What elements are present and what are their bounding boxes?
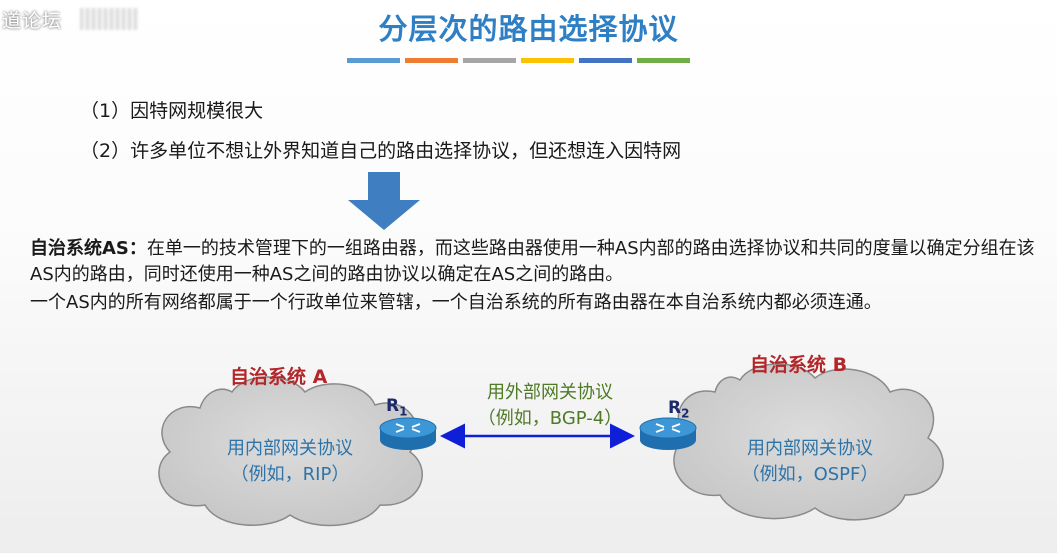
as-b-protocol-line1: 用内部网关协议 — [747, 438, 873, 459]
as-a-protocol-line1: 用内部网关协议 — [227, 438, 353, 459]
router-r1-label: R1 — [386, 396, 408, 419]
reason-2: （2）许多单位不想让外界知道自己的路由选择协议，但还想连入因特网 — [80, 140, 682, 162]
color-bar-segment — [521, 58, 574, 63]
as-a-protocol: 用内部网关协议 （例如，RIP） — [190, 436, 390, 488]
external-protocol-label: 用外部网关协议 （例如，BGP-4） — [440, 380, 660, 432]
color-bar-segment — [637, 58, 690, 63]
as-b-protocol: 用内部网关协议 （例如，OSPF） — [710, 436, 910, 488]
color-bar-segment — [463, 58, 516, 63]
reason-1: （1）因特网规模很大 — [80, 100, 264, 122]
as-a-cloud — [158, 376, 423, 527]
as-a-label: 自治系统 A — [230, 366, 328, 388]
watermark-blur — [80, 8, 138, 30]
as-a-protocol-line2: （例如，RIP） — [230, 464, 350, 485]
router-r2-label: R2 — [668, 398, 690, 421]
as-term-colon: ： — [128, 238, 147, 259]
router-r2-icon — [639, 417, 697, 450]
color-bar-segment — [347, 58, 400, 63]
router-r1-icon — [379, 417, 437, 450]
external-protocol-line2: （例如，BGP-4） — [477, 408, 623, 429]
as-definition: 自治系统AS：在单一的技术管理下的一组路由器，而这些路由器使用一种AS内部的路由… — [30, 236, 1050, 288]
color-bar-segment — [405, 58, 458, 63]
as-b-cloud — [673, 363, 944, 521]
color-bar-segment — [579, 58, 632, 63]
as-note: 一个AS内的所有网络都属于一个行政单位来管辖，一个自治系统的所有路由器在本自治系… — [30, 292, 882, 313]
down-arrow-icon — [348, 172, 420, 230]
as-definition-text: 在单一的技术管理下的一组路由器，而这些路由器使用一种AS内部的路由选择协议和共同… — [30, 238, 1035, 285]
watermark: 道论坛 — [2, 10, 63, 32]
as-b-protocol-line2: （例如，OSPF） — [741, 464, 879, 485]
title-color-bar — [347, 58, 690, 63]
external-protocol-line1: 用外部网关协议 — [487, 382, 613, 403]
as-term: 自治系统AS — [30, 238, 129, 259]
slide-title: 分层次的路由选择协议 — [378, 12, 679, 46]
as-b-label: 自治系统 B — [750, 354, 848, 376]
